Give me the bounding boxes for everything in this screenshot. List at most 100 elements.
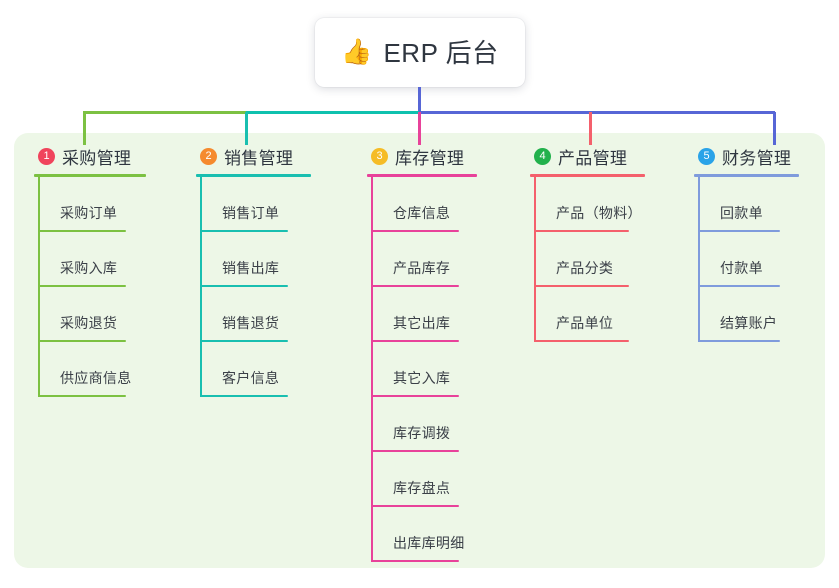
leaf-label: 销售出库 [222,260,280,276]
leaf-node[interactable]: 采购入库 [34,232,146,287]
leaf-rule [200,340,288,342]
branch-body-2: 销售订单销售出库销售退货客户信息 [196,177,311,397]
branch-trunk-4 [534,177,536,342]
leaf-rule [534,285,629,287]
branch-body-3: 仓库信息产品库存其它出库其它入库库存调拨库存盘点出库库明细 [367,177,477,562]
leaf-label: 库存盘点 [393,480,451,496]
leaf-label: 仓库信息 [393,205,451,221]
root-node-label: ERP 后台 [383,38,499,68]
leaf-node[interactable]: 其它入库 [367,342,477,397]
branch-trunk-5 [698,177,700,342]
leaf-label: 库存调拨 [393,425,451,441]
branch-body-5: 回款单付款单结算账户 [694,177,799,342]
branch-header-5[interactable]: 5 财务管理 [694,143,799,169]
leaf-label: 付款单 [720,260,763,276]
branch-trunk-1 [38,177,40,397]
leaf-label: 其它入库 [393,370,451,386]
leaf-node[interactable]: 销售退货 [196,287,311,342]
leaf-label: 销售订单 [222,205,280,221]
leaf-label: 产品库存 [393,260,451,276]
leaf-node[interactable]: 客户信息 [196,342,311,397]
leaf-node[interactable]: 产品单位 [530,287,645,342]
leaf-node[interactable]: 产品分类 [530,232,645,287]
leaf-label: 产品单位 [556,315,614,331]
leaf-label: 产品（物料） [556,205,642,221]
branch-rule-4 [530,174,645,177]
branch-title-2: 销售管理 [224,148,294,168]
leaf-node[interactable]: 库存盘点 [367,452,477,507]
leaf-label: 回款单 [720,205,763,221]
leaf-rule [200,395,288,397]
leaf-node[interactable]: 回款单 [694,177,799,232]
leaf-label: 其它出库 [393,315,451,331]
leaf-label: 客户信息 [222,370,280,386]
branch-title-5: 财务管理 [722,148,792,168]
leaf-node[interactable]: 销售出库 [196,232,311,287]
leaf-node[interactable]: 其它出库 [367,287,477,342]
leaf-rule [371,395,459,397]
leaf-rule [698,285,780,287]
leaf-node[interactable]: 产品（物料） [530,177,645,232]
branch-badge-5: 5 [698,147,715,165]
leaf-label: 采购入库 [60,260,118,276]
branch-column-2: 2 销售管理销售订单销售出库销售退货客户信息 [196,143,311,397]
leaf-rule [200,230,288,232]
branch-badge-4: 4 [534,147,551,165]
branch-badge-1: 1 [38,147,55,165]
leaf-label: 出库库明细 [393,535,465,551]
leaf-rule [371,505,459,507]
branch-trunk-3 [371,177,373,562]
leaf-rule [534,230,629,232]
leaf-rule [371,450,459,452]
branch-header-3[interactable]: 3 库存管理 [367,143,477,169]
leaf-node[interactable]: 采购退货 [34,287,146,342]
branch-badge-2: 2 [200,147,217,165]
leaf-rule [698,230,780,232]
branch-column-5: 5 财务管理回款单付款单结算账户 [694,143,799,342]
root-node-erp-backend[interactable]: 👍 ERP 后台 [315,18,525,87]
branch-header-2[interactable]: 2 销售管理 [196,143,311,169]
branch-column-4: 4 产品管理产品（物料） 产品分类产品单位 [530,143,645,342]
branch-trunk-2 [200,177,202,397]
leaf-node[interactable]: 出库库明细 [367,507,477,562]
branch-badge-3: 3 [371,147,388,165]
leaf-node[interactable]: 付款单 [694,232,799,287]
branch-body-4: 产品（物料） 产品分类产品单位 [530,177,645,342]
root-node-content: 👍 ERP 后台 [341,33,498,70]
leaf-node[interactable]: 结算账户 [694,287,799,342]
leaf-label: 采购退货 [60,315,118,331]
leaf-node[interactable]: 仓库信息 [367,177,477,232]
leaf-node[interactable]: 库存调拨 [367,397,477,452]
branch-header-4[interactable]: 4 产品管理 [530,143,645,169]
leaf-node[interactable]: 产品库存 [367,232,477,287]
leaf-node[interactable]: 供应商信息 [34,342,146,397]
leaf-rule [534,340,629,342]
diagram-panel-background [14,133,825,568]
leaf-rule [38,340,126,342]
branch-rule-3 [367,174,477,177]
leaf-node[interactable]: 销售订单 [196,177,311,232]
leaf-rule [38,285,126,287]
leaf-rule [38,395,126,397]
leaf-rule [371,340,459,342]
leaf-rule [200,285,288,287]
branch-rule-2 [196,174,311,177]
branch-title-4: 产品管理 [558,148,628,168]
leaf-rule [38,230,126,232]
leaf-rule [371,230,459,232]
leaf-rule [371,560,459,562]
leaf-rule [371,285,459,287]
leaf-node[interactable]: 采购订单 [34,177,146,232]
branch-body-1: 采购订单采购入库采购退货供应商信息 [34,177,146,397]
leaf-rule [698,340,780,342]
branch-column-3: 3 库存管理仓库信息产品库存其它出库其它入库库存调拨库存盘点出库库明细 [367,143,477,562]
leaf-label: 销售退货 [222,315,280,331]
leaf-label: 供应商信息 [60,370,132,386]
leaf-label: 产品分类 [556,260,614,276]
thumbs-up-icon: 👍 [341,37,373,66]
branch-title-3: 库存管理 [395,148,465,168]
leaf-label: 结算账户 [720,315,778,331]
